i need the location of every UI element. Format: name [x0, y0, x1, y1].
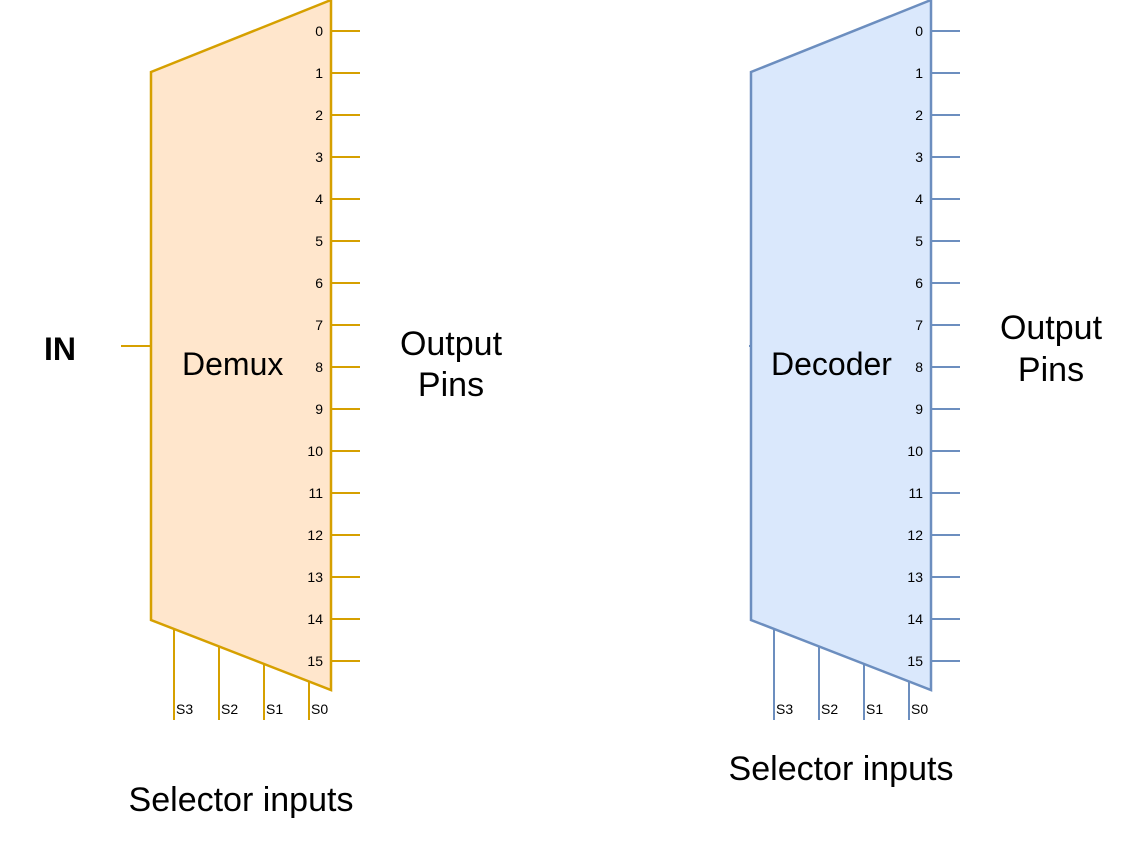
demux-output-pin-label: 0	[315, 23, 323, 39]
decoder-output-pin-label: 3	[915, 149, 923, 165]
decoder-block-label: Decoder	[771, 346, 892, 382]
decoder-output-pin-label: 1	[915, 65, 923, 81]
demux-output-pin-label: 15	[307, 653, 323, 669]
decoder-output-pin-label: 11	[908, 485, 923, 501]
decoder-output-pin-label: 7	[915, 317, 923, 333]
demux-selector-pin-label: S1	[266, 701, 283, 717]
demux-output-label-line1: Output	[400, 325, 503, 363]
demux-selector-pin-label: S2	[221, 701, 238, 717]
demux-output-pin-label: 13	[307, 569, 323, 585]
demux-output-pin-label: 3	[315, 149, 323, 165]
decoder-output-pin-label: 5	[915, 233, 923, 249]
decoder-output-pin-label: 8	[915, 359, 923, 375]
decoder-selector-pin-label: S2	[821, 701, 838, 717]
decoder-body	[749, 0, 933, 692]
demux-input-label: IN	[44, 331, 76, 367]
decoder-selector-pin-label: S3	[776, 701, 793, 717]
demux-body	[149, 0, 333, 692]
demux-output-pin-label: 8	[315, 359, 323, 375]
demux-output-pin-label: 10	[307, 443, 323, 459]
decoder-output-pin-label: 13	[907, 569, 923, 585]
demux-output-pin-label: 11	[308, 485, 323, 501]
decoder-output-pin-label: 4	[915, 191, 923, 207]
demux-block-label: Demux	[182, 346, 283, 382]
demux-output-pin-label: 14	[307, 611, 323, 627]
demux-selector-label: Selector inputs	[129, 781, 354, 819]
decoder-output-pin-label: 0	[915, 23, 923, 39]
decoder-selector-label: Selector inputs	[729, 750, 954, 788]
decoder-output-pin-label: 9	[915, 401, 923, 417]
decoder-output-pin-label: 15	[907, 653, 923, 669]
demux-output-label-line2: Pins	[418, 366, 484, 404]
decoder-output-label-line1: Output	[1000, 309, 1103, 347]
decoder-output-pin-label: 2	[915, 107, 923, 123]
decoder-output-pin-label: 6	[915, 275, 923, 291]
demux-selector-pins: S3 S2 S1 S0	[173, 628, 328, 720]
decoder-output-pin-label: 10	[907, 443, 923, 459]
demux-output-pin-label: 9	[315, 401, 323, 417]
demux-output-pin-label: 5	[315, 233, 323, 249]
decoder-output-label-line2: Pins	[1018, 351, 1084, 389]
demux-selector-pin-label: S0	[311, 701, 328, 717]
demux-output-pin-label: 6	[315, 275, 323, 291]
demux-output-pin-label: 12	[307, 527, 323, 543]
demux-selector-pin-label: S3	[176, 701, 193, 717]
demux-output-pin-label: 2	[315, 107, 323, 123]
demux-output-pin-label: 1	[315, 65, 323, 81]
demux-output-pin-label: 7	[315, 317, 323, 333]
decoder-output-pin-label: 12	[907, 527, 923, 543]
decoder-output-pin-label: 14	[907, 611, 923, 627]
demux-output-pin-label: 4	[315, 191, 323, 207]
decoder-selector-pin-label: S0	[911, 701, 928, 717]
decoder-selector-pins: S3 S2 S1 S0	[773, 628, 928, 720]
decoder-selector-pin-label: S1	[866, 701, 883, 717]
